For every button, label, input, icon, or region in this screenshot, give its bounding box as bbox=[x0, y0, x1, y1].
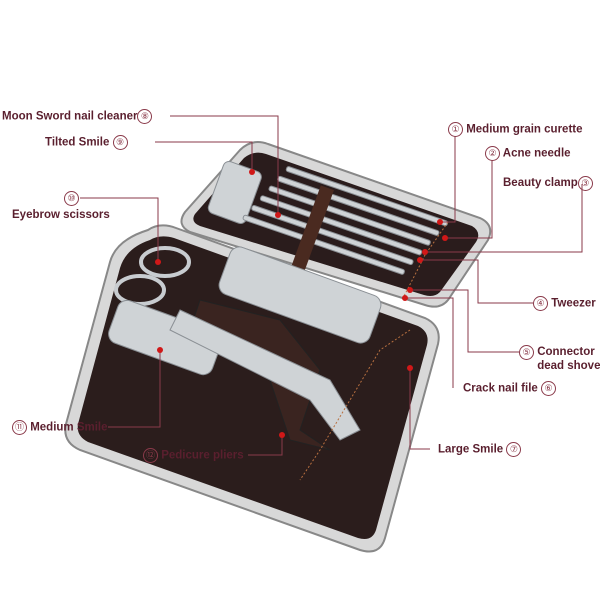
label-text: Crack nail file bbox=[463, 382, 538, 395]
label-eyebrow-scissors: Eyebrow scissors bbox=[12, 208, 110, 222]
label-tweezer: ④ Tweezer bbox=[533, 296, 596, 311]
leader-lines bbox=[80, 115, 583, 456]
label-text: Beauty clamp bbox=[503, 177, 578, 189]
number-badge: ⑩ bbox=[64, 191, 79, 206]
label-medium-grain-curette: ① Medium grain curette bbox=[448, 122, 583, 137]
label-text: Medium Smile bbox=[30, 421, 108, 434]
number-badge: ⑫ bbox=[143, 448, 158, 463]
number-badge: ⑦ bbox=[506, 442, 522, 457]
label-pedicure-pliers: ⑫ Pedicure pliers bbox=[143, 448, 244, 463]
number-badge: ⑤ bbox=[519, 345, 534, 360]
number-badge: ⑨ bbox=[112, 135, 128, 150]
number-badge: ⑧ bbox=[137, 109, 153, 124]
label-text: Large Smile bbox=[438, 443, 504, 456]
label-large-smile: Large Smile ⑦ bbox=[438, 442, 522, 457]
label-crack-nail-file: Crack nail file ⑥ bbox=[463, 381, 556, 396]
label-text: Medium grain curette bbox=[466, 123, 583, 136]
number-badge: ② bbox=[485, 146, 500, 161]
label-text: Moon Sword nail cleaner bbox=[2, 110, 138, 123]
label-number-10: ⑩ bbox=[64, 191, 79, 206]
marker-dots bbox=[155, 169, 448, 438]
number-badge: ⑥ bbox=[541, 381, 556, 396]
label-acne-needle: ② Acne needle bbox=[485, 146, 571, 161]
number-badge: ① bbox=[448, 122, 463, 137]
number-badge: ④ bbox=[533, 296, 548, 311]
label-text: Acne needle bbox=[502, 147, 571, 160]
label-tilted-smile: Tilted Smile ⑨ bbox=[45, 135, 128, 150]
number-badge: ⑪ bbox=[12, 420, 27, 435]
number-badge: ③ bbox=[577, 176, 593, 191]
label-text: Eyebrow scissors bbox=[12, 209, 110, 221]
tools bbox=[108, 160, 449, 451]
label-text: Tweezer bbox=[551, 297, 596, 310]
label-text: Tilted Smile bbox=[45, 136, 110, 149]
label-medium-smile: ⑪ Medium Smile bbox=[12, 420, 108, 435]
label-text: dead shovel bbox=[537, 360, 600, 372]
label-connector-dead-shovel: ⑤ Connector dead shovel bbox=[519, 345, 600, 373]
label-text: Pedicure pliers bbox=[161, 449, 244, 462]
label-text: Connector bbox=[537, 346, 595, 358]
